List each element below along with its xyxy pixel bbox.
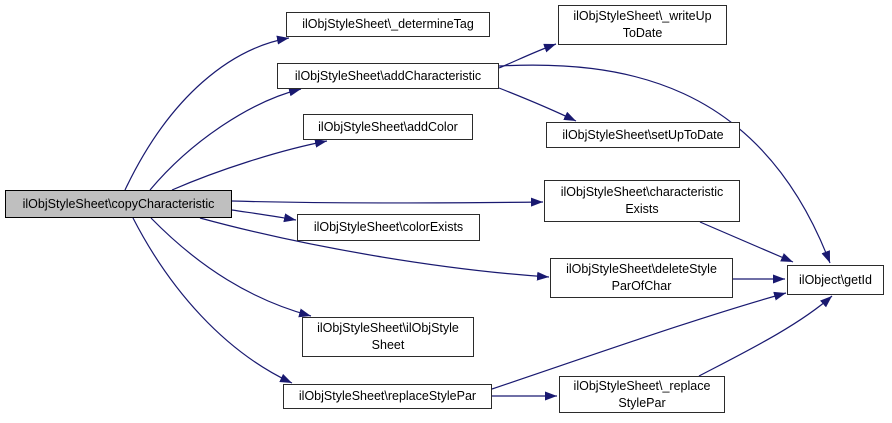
node-add-characteristic[interactable]: ilObjStyleSheet\addCharacteristic (277, 63, 499, 89)
edge-addCharacteristic-getId (498, 64, 831, 264)
edge-replaceStylePar-getId (491, 291, 787, 390)
node-delete-style-par-of-char[interactable]: ilObjStyleSheet\deleteStyle ParOfChar (550, 258, 733, 298)
edge-addCharacteristic-_writeUpToDate (498, 43, 557, 69)
node-determine-tag[interactable]: ilObjStyleSheet\_determineTag (286, 12, 490, 37)
node-write-up-to-date[interactable]: ilObjStyleSheet\_writeUp ToDate (558, 5, 727, 45)
edge-copyCharacteristic-addColor (171, 138, 328, 191)
node-color-exists[interactable]: ilObjStyleSheet\colorExists (297, 214, 480, 241)
edge-addCharacteristic-setUpToDate (498, 87, 577, 122)
node-get-id[interactable]: ilObject\getId (787, 265, 884, 295)
node-replace-style-par[interactable]: ilObjStyleSheet\replaceStylePar (283, 384, 492, 409)
node-ilobjstylesheet-constructor[interactable]: ilObjStyleSheet\ilObjStyle Sheet (302, 317, 474, 357)
edge-_replaceStylePar-getId (698, 295, 833, 377)
edge-copyCharacteristic-deleteStyleParOfChar (199, 217, 550, 281)
edge-copyCharacteristic-ilObjStyleSheet (150, 217, 312, 318)
edge-copyCharacteristic-colorExists (231, 209, 297, 223)
node-copy-characteristic: ilObjStyleSheet\copyCharacteristic (5, 190, 232, 218)
node-set-up-to-date[interactable]: ilObjStyleSheet\setUpToDate (546, 122, 740, 148)
edge-copyCharacteristic-replaceStylePar (132, 217, 293, 384)
edge-copyCharacteristic-addCharacteristic (149, 87, 302, 191)
edge-copyCharacteristic-characteristicExists (231, 197, 544, 207)
edge-copyCharacteristic-_determineTag (124, 35, 290, 191)
node-add-color[interactable]: ilObjStyleSheet\addColor (303, 114, 473, 140)
node-characteristic-exists[interactable]: ilObjStyleSheet\characteristic Exists (544, 180, 740, 222)
node-replace-style-par-static[interactable]: ilObjStyleSheet\_replace StylePar (559, 376, 725, 413)
edge-characteristicExists-getId (699, 221, 794, 263)
